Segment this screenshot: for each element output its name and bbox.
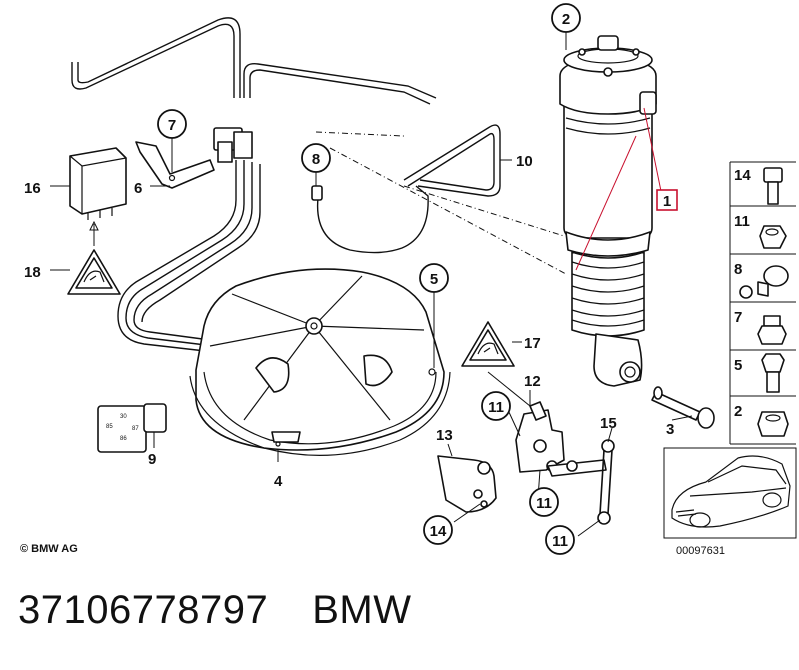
callout-7: 7 — [157, 109, 187, 139]
callout-17-label: 17 — [524, 335, 541, 352]
callout-1: 1 — [656, 189, 678, 211]
relay-pin-85: 85 — [106, 424, 113, 430]
callout-12-label: 12 — [524, 373, 541, 390]
callout-1-label: 1 — [663, 193, 671, 210]
leader-lines — [50, 32, 693, 537]
callout-10-label: 10 — [516, 153, 533, 170]
callout-9-label: 9 — [148, 451, 156, 468]
vehicle-thumbnail — [663, 447, 797, 539]
legend-5-label: 5 — [734, 357, 742, 374]
legend-7-label: 7 — [734, 309, 742, 326]
callout-5: 5 — [419, 263, 449, 293]
legend-2-nut — [757, 411, 789, 437]
legend-8-fitting — [739, 265, 789, 299]
legend-5-bolt — [761, 353, 785, 393]
relay-module — [69, 147, 127, 220]
callout-11-c: 11 — [545, 525, 575, 555]
callout-8: 8 — [301, 143, 331, 173]
wheel-well-cover — [189, 268, 451, 456]
relay-pin-87: 87 — [132, 426, 139, 432]
legend-11-nut — [759, 225, 787, 249]
height-sensor — [437, 401, 615, 525]
callout-11-b-label: 11 — [536, 495, 552, 512]
warning-label-18 — [67, 249, 121, 295]
bolt-long — [651, 386, 715, 429]
copyright-text: © BMW AG — [20, 543, 78, 555]
callout-7-label: 7 — [168, 117, 176, 134]
warning-label-17 — [461, 321, 515, 367]
legend-14-label: 14 — [734, 167, 751, 184]
small-parts-legend: 14 11 8 7 5 2 — [729, 161, 796, 445]
air-spring-strut — [559, 35, 657, 387]
callout-18-label: 18 — [24, 264, 41, 281]
drawing-id: 00097631 — [676, 545, 725, 557]
part-number-footer: 37106778797 BMW — [18, 588, 411, 633]
relay-pin-30: 30 — [120, 414, 127, 420]
legend-11-label: 11 — [734, 213, 750, 230]
callout-13-label: 13 — [436, 427, 453, 444]
legend-8-label: 8 — [734, 261, 742, 278]
callout-14-label: 14 — [430, 523, 447, 540]
line-connector — [213, 127, 253, 163]
callout-16-label: 16 — [24, 180, 41, 197]
callout-2: 2 — [551, 3, 581, 33]
callout-11-c-label: 11 — [552, 533, 568, 550]
callout-4-label: 4 — [274, 473, 283, 490]
legend-2-label: 2 — [734, 403, 742, 420]
callout-11-a-label: 11 — [488, 399, 504, 416]
legend-14-bolt — [763, 167, 783, 205]
legend-7-nut — [757, 315, 787, 345]
relay-socket: 30 85 87 86 — [97, 403, 167, 453]
callout-3-label: 3 — [666, 421, 674, 438]
brand-name: BMW — [312, 588, 412, 632]
callout-11-b: 11 — [529, 487, 559, 517]
relay-pin-86: 86 — [120, 436, 127, 442]
callout-5-label: 5 — [430, 271, 438, 288]
callout-15-label: 15 — [600, 415, 617, 432]
callout-14: 14 — [423, 515, 453, 545]
callout-8-label: 8 — [312, 151, 320, 168]
callout-11-a: 11 — [481, 391, 511, 421]
callout-6-label: 6 — [134, 180, 142, 197]
parts-diagram: 30 85 87 86 — [20, 3, 797, 557]
callout-2-label: 2 — [562, 11, 570, 28]
bracket — [135, 141, 215, 189]
part-number: 37106778797 — [18, 588, 269, 632]
hose-fitting — [311, 185, 323, 201]
